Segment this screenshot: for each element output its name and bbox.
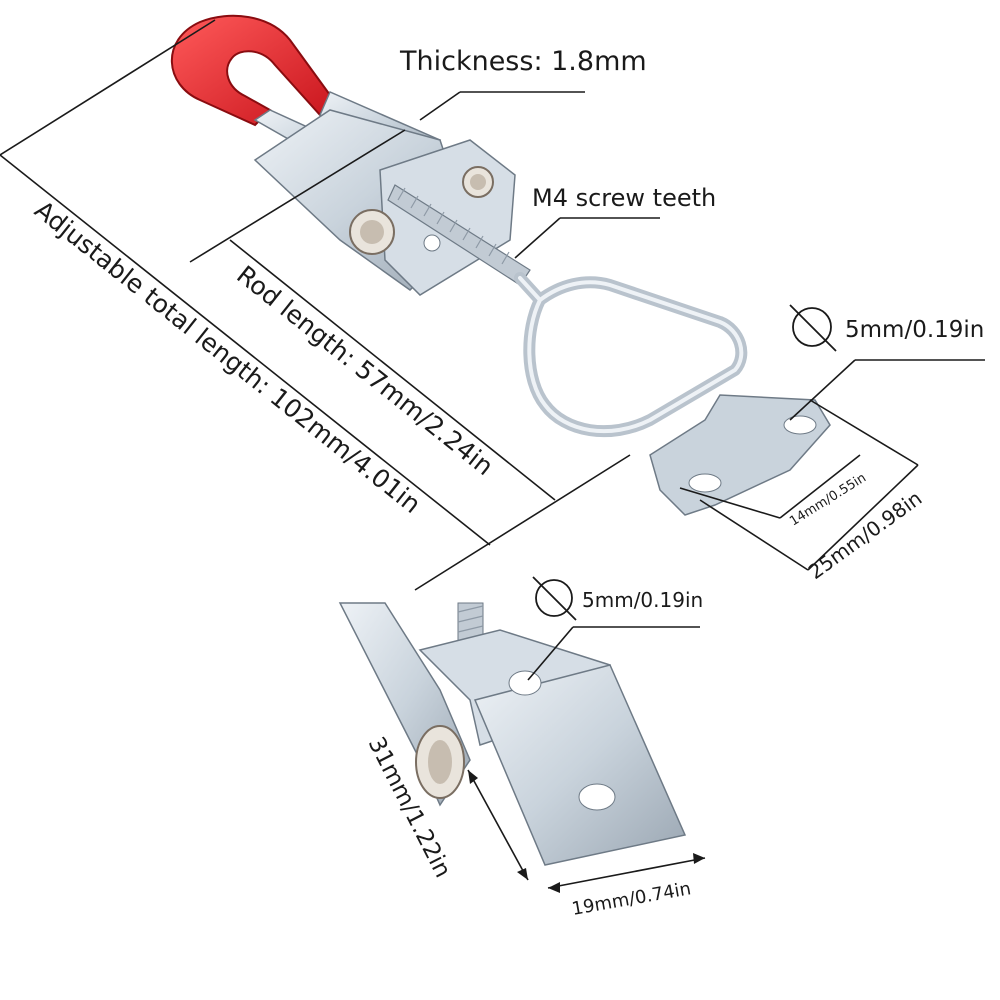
rivet-center — [360, 220, 384, 244]
mount-hole — [578, 783, 616, 811]
hole-bottom-label: 5mm/0.19in — [582, 588, 703, 612]
hole — [423, 234, 441, 252]
dimension-lines — [0, 19, 985, 889]
diameter-icon — [532, 576, 577, 621]
toggle-latch-top — [170, 14, 831, 516]
catch-plate — [649, 394, 831, 516]
wire-loop — [514, 272, 748, 438]
wire-loop-highlight — [518, 276, 744, 434]
mount-plate — [473, 664, 687, 866]
red-grip — [170, 14, 332, 127]
threaded-screw — [387, 184, 531, 286]
rivet-center — [428, 740, 452, 784]
plate-hole — [783, 415, 817, 435]
diameter-icon — [789, 304, 837, 352]
screw-label: M4 screw teeth — [532, 184, 716, 212]
toggle-latch-bottom — [338, 602, 687, 866]
arrowheads — [468, 770, 705, 893]
plate-hole — [688, 473, 722, 493]
hole-top-label: 5mm/0.19in — [845, 317, 984, 343]
thickness-label: Thickness: 1.8mm — [399, 46, 647, 77]
mount-hole — [508, 670, 542, 696]
rivet-center — [470, 174, 486, 190]
plate-width-bottom-label: 19mm/0.74in — [570, 878, 692, 920]
